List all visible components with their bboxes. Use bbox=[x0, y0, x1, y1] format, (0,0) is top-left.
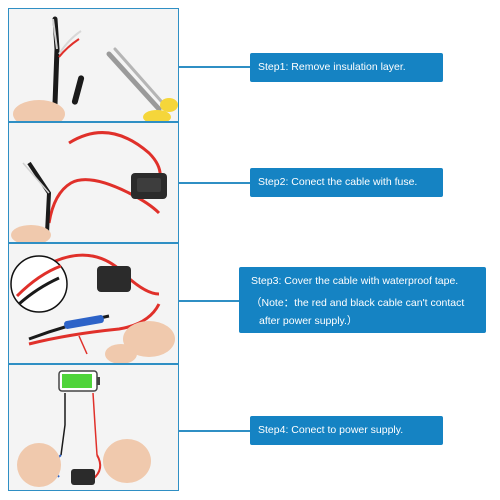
step3-title: Step3: Cover the cable with waterproof t… bbox=[251, 275, 459, 287]
connector-line-4 bbox=[179, 430, 250, 432]
connector-line-1 bbox=[179, 66, 250, 68]
connector-line-2 bbox=[179, 182, 250, 184]
step3-note-line1: （Note：the red and black cable can't cont… bbox=[251, 297, 465, 309]
step2-photo bbox=[8, 122, 179, 243]
step2-label: Step2: Conect the cable with fuse. bbox=[250, 168, 443, 197]
step3-note-line2: after power supply.） bbox=[259, 315, 358, 327]
step3-label: Step3: Cover the cable with waterproof t… bbox=[239, 267, 486, 333]
step4-photo bbox=[8, 364, 179, 491]
step4-label: Step4: Conect to power supply. bbox=[250, 416, 443, 445]
step3-photo bbox=[8, 243, 179, 364]
step1-label: Step1: Remove insulation layer. bbox=[250, 53, 443, 82]
connector-line-3 bbox=[179, 300, 239, 302]
step1-photo bbox=[8, 8, 179, 122]
